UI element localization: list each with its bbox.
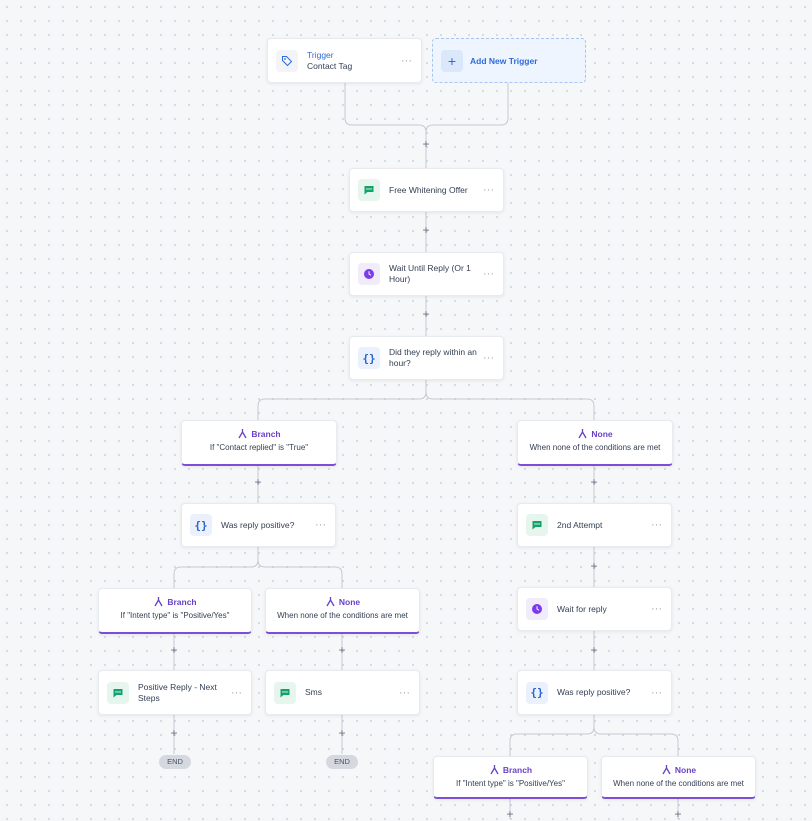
message-icon [358,179,380,201]
more-options-icon[interactable]: ··· [483,268,494,280]
more-options-icon[interactable]: ··· [483,352,494,364]
add-step-button[interactable]: + [338,643,346,657]
action-node-wait-for-reply[interactable]: Wait for reply ··· [517,587,672,631]
add-step-button[interactable]: + [674,807,682,821]
branch-icon [154,597,163,607]
branch-node-none[interactable]: None When none of the conditions are met [517,420,673,466]
add-step-button[interactable]: + [422,307,430,321]
branch-title-row: Branch [182,428,336,439]
more-options-icon[interactable]: ··· [315,519,326,531]
action-node-sms[interactable]: Sms ··· [265,670,420,715]
add-step-button[interactable]: + [170,726,178,740]
add-step-button[interactable]: + [338,726,346,740]
branch-icon [326,597,335,607]
branch-title-row: None [602,764,755,775]
trigger-subtitle: Contact Tag [307,60,353,71]
condition-node-did-they-reply[interactable]: {} Did they reply within an hour? ··· [349,336,504,380]
branch-title: None [338,596,361,607]
action-label: Wait for reply [557,603,607,614]
more-options-icon[interactable]: ··· [399,686,410,699]
branch-description: If "Intent type" is "Positive/Yes" [120,611,230,620]
add-step-button[interactable]: + [254,475,262,489]
branch-icon [662,765,671,775]
add-step-button[interactable]: + [590,643,598,657]
trigger-label: Trigger Contact Tag [307,50,401,72]
message-icon [526,514,548,536]
action-label: Free Whitening Offer [389,184,468,195]
branch-description: When none of the conditions are met [613,779,744,788]
add-step-button[interactable]: + [590,475,598,489]
action-node-free-whitening-offer[interactable]: Free Whitening Offer ··· [349,168,504,212]
branch-node-none[interactable]: None When none of the conditions are met [265,588,420,634]
branch-description: If "Contact replied" is "True" [209,443,309,452]
more-options-icon[interactable]: ··· [651,603,662,615]
branch-node-intent-positive[interactable]: Branch If "Intent type" is "Positive/Yes… [98,588,252,634]
add-step-button[interactable]: + [506,807,514,821]
add-trigger-label: Add New Trigger [470,55,538,66]
add-step-button[interactable]: + [422,223,430,237]
add-step-button[interactable]: + [590,559,598,573]
branch-description: When none of the conditions are met [529,443,661,452]
branch-title: Branch [502,764,533,775]
tag-icon [276,49,298,72]
branch-title: Branch [251,428,281,439]
branch-title-row: None [518,428,672,439]
clock-icon [358,263,380,285]
action-label: 2nd Attempt [557,519,603,530]
branch-icon [490,765,499,775]
trigger-title: Trigger [307,49,334,60]
action-label: Was reply positive? [557,687,631,697]
branch-icon [578,429,587,439]
message-icon [107,681,129,704]
add-step-button[interactable]: + [170,643,178,657]
condition-braces-icon: {} [526,681,548,704]
action-node-positive-reply-next-steps[interactable]: Positive Reply - Next Steps ··· [98,670,252,715]
branch-title: Branch [167,596,197,607]
more-options-icon[interactable]: ··· [231,686,242,699]
action-label: Sms [305,687,322,697]
end-marker: END [326,755,358,769]
clock-icon [526,598,548,620]
more-options-icon[interactable]: ··· [401,54,412,67]
end-marker: END [159,755,191,769]
branch-description: If "Intent type" is "Positive/Yes" [456,779,565,788]
trigger-node[interactable]: Trigger Contact Tag ··· [267,38,422,83]
branch-node-none[interactable]: None When none of the conditions are met [601,756,756,799]
message-icon [274,681,296,704]
action-label: Did they reply within an hour? [389,347,477,368]
branch-title-row: Branch [99,596,251,607]
action-label: Was reply positive? [221,519,295,530]
condition-node-was-reply-positive[interactable]: {} Was reply positive? ··· [181,503,336,547]
action-node-2nd-attempt[interactable]: 2nd Attempt ··· [517,503,672,547]
branch-title: None [674,764,697,775]
branch-node-contact-replied[interactable]: Branch If "Contact replied" is "True" [181,420,337,466]
add-new-trigger-button[interactable]: + Add New Trigger [432,38,586,83]
more-options-icon[interactable]: ··· [651,686,662,699]
more-options-icon[interactable]: ··· [651,519,662,531]
condition-braces-icon: {} [190,514,212,536]
condition-node-was-reply-positive[interactable]: {} Was reply positive? ··· [517,670,672,715]
action-label: Wait Until Reply (Or 1 Hour) [389,263,471,284]
action-label: Positive Reply - Next Steps [138,681,217,703]
branch-icon [238,429,247,439]
condition-braces-icon: {} [358,347,380,369]
more-options-icon[interactable]: ··· [483,184,494,196]
branch-title-row: None [266,596,419,607]
plus-icon: + [441,49,463,72]
branch-title-row: Branch [434,764,587,775]
branch-node-intent-positive[interactable]: Branch If "Intent type" is "Positive/Yes… [433,756,588,799]
branch-title: None [591,428,613,439]
add-step-button[interactable]: + [422,137,430,151]
action-node-wait-until-reply[interactable]: Wait Until Reply (Or 1 Hour) ··· [349,252,504,296]
branch-description: When none of the conditions are met [277,611,408,620]
